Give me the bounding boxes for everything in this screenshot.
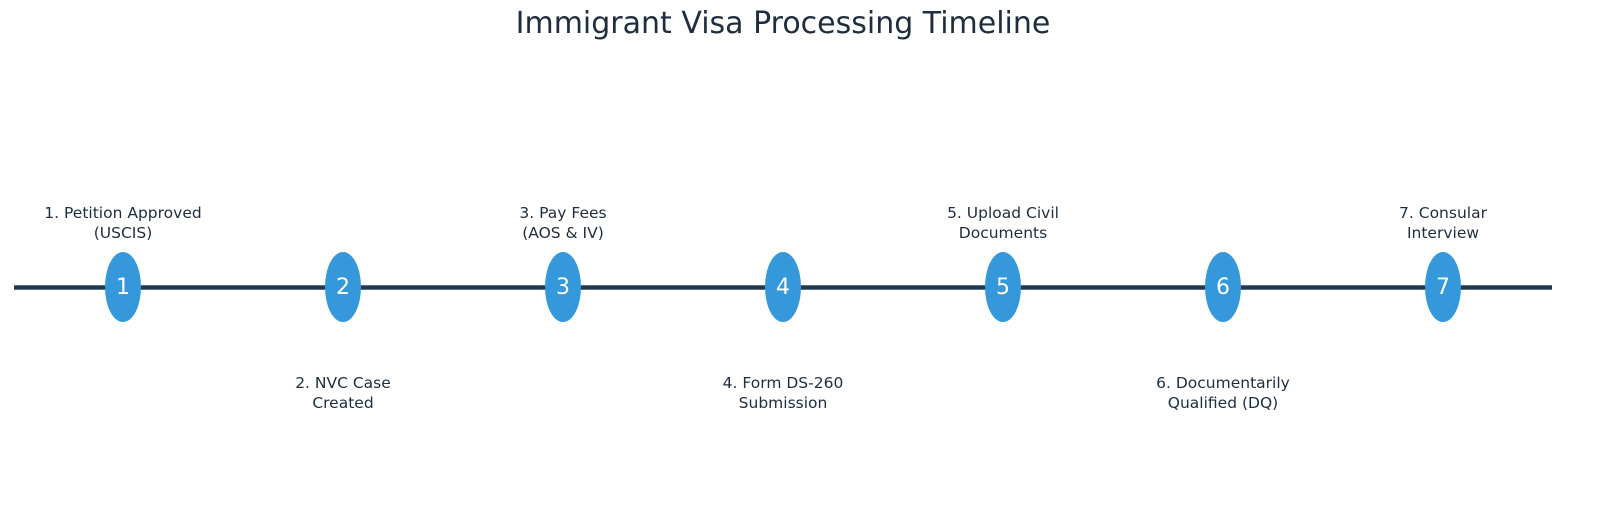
step-label-line: Qualified (DQ)	[1167, 394, 1279, 412]
step-node-3: 3	[545, 252, 581, 322]
step-label-line: Documents	[958, 224, 1048, 242]
step-label-line: 4. Form DS-260	[722, 374, 844, 392]
step-label-line: 5. Upload Civil	[947, 204, 1059, 222]
step-node-6: 6	[1205, 252, 1241, 322]
step-node-2: 2	[325, 252, 361, 322]
step-label-line: 6. Documentarily	[1156, 374, 1290, 392]
step-label-line: Interview	[1406, 224, 1480, 242]
step-label-3: 3. Pay Fees (AOS & IV)	[453, 203, 673, 243]
step-node-7: 7	[1425, 252, 1461, 322]
step-label-line: Submission	[738, 394, 828, 412]
step-label-line: 1. Petition Approved	[44, 204, 202, 222]
step-label-line: 3. Pay Fees	[519, 204, 607, 222]
diagram-title: Immigrant Visa Processing Timeline	[515, 6, 1051, 41]
step-label-line: 2. NVC Case	[295, 374, 391, 392]
step-node-5: 5	[985, 252, 1021, 322]
step-label-line: (AOS & IV)	[522, 224, 604, 242]
step-node-1: 1	[105, 252, 141, 322]
step-node-4: 4	[765, 252, 801, 322]
step-label-line: (USCIS)	[93, 224, 153, 242]
step-label-1: 1. Petition Approved (USCIS)	[13, 203, 233, 243]
step-label-line: Created	[312, 394, 374, 412]
step-label-line: 7. Consular	[1399, 204, 1487, 222]
